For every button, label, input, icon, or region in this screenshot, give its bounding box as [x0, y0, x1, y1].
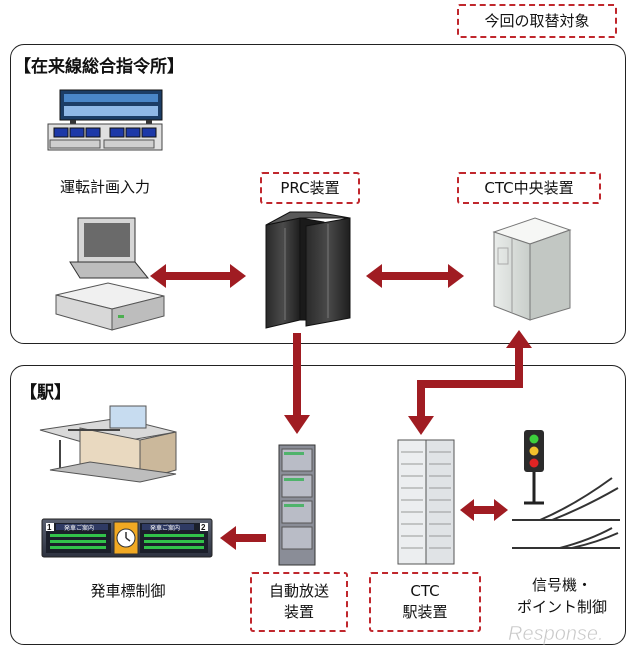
arrow-ctc-station-central [408, 330, 532, 435]
ctc-station-line2: 駅装置 [402, 603, 448, 621]
station-building-icon [39, 405, 177, 483]
announcement-line1: 自動放送 [268, 582, 329, 600]
announcement-rack-icon [278, 444, 316, 566]
prc-device-text: PRC装置 [280, 178, 340, 197]
board-heading-right: 発車ご案内 [150, 524, 180, 532]
signal-light-icon [524, 430, 544, 505]
schedule-input-label: 運転計画入力 [59, 178, 150, 196]
arrow-prc-ctc-central [366, 264, 464, 288]
ctc-central-cabinet-icon [492, 217, 572, 321]
ctc-station-device-label: CTC 駅装置 [369, 572, 481, 632]
departure-board-label: 発車標制御 [90, 582, 166, 600]
signal-line2: ポイント制御 [516, 598, 607, 616]
railway-points-icon [512, 477, 620, 549]
announcement-device-label: 自動放送 装置 [250, 572, 348, 632]
legend-replacement-target: 今回の取替対象 [457, 4, 617, 38]
arrow-announcement-board [220, 526, 266, 550]
signal-line1: 信号機・ [531, 576, 592, 594]
board-track-left: 1 [47, 523, 52, 532]
station-title: 【駅】 [20, 383, 71, 403]
arrow-ctc-station-signal [460, 499, 508, 521]
arrow-laptop-prc [150, 264, 246, 288]
announcement-line2: 装置 [283, 603, 314, 621]
laptop-icon [69, 217, 150, 279]
server-box-icon [55, 282, 165, 331]
ctc-station-line1: CTC [410, 582, 440, 600]
signal-control-label: 信号機・ ポイント制御 [500, 574, 624, 618]
board-heading-left: 発車ご案内 [64, 524, 94, 532]
legend-label: 今回の取替対象 [484, 11, 590, 30]
control-center-title: 【在来線総合指令所】 [14, 57, 184, 77]
ctc-central-label: CTC中央装置 [457, 172, 601, 204]
watermark: Response. [508, 623, 604, 645]
departure-board-icon [41, 518, 213, 558]
ctc-station-rack-icon [397, 439, 455, 565]
board-track-right: 2 [201, 523, 206, 532]
prc-device-label: PRC装置 [260, 172, 360, 204]
operator-console-icon [47, 89, 163, 151]
ctc-central-text: CTC中央装置 [484, 178, 574, 197]
arrow-prc-announcement [284, 333, 310, 434]
prc-server-rack-icon [265, 211, 351, 329]
